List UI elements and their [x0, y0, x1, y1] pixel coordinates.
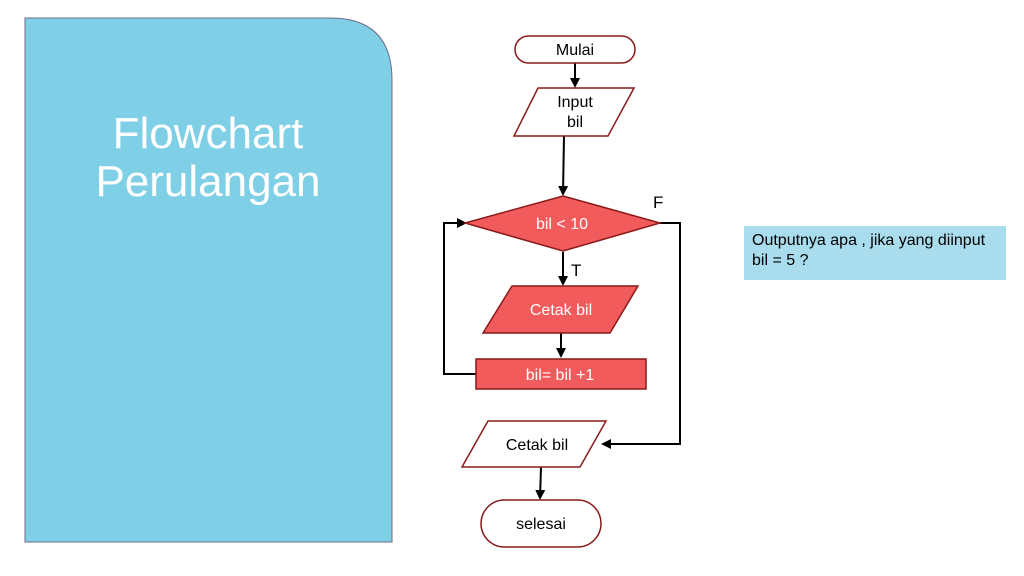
increment-process: [475, 358, 647, 390]
input-label-line-2: bil: [567, 114, 583, 131]
arrow-final-print-to-end: [535, 466, 546, 500]
slide-title-line-1: Flowchart: [113, 109, 304, 158]
start-label: Mulai: [556, 42, 594, 59]
question-note-text: Outputnya apa , jika yang diinput bil = …: [752, 232, 986, 269]
question-note: Outputnya apa , jika yang diinput bil = …: [744, 226, 1006, 280]
end-label: selesai: [516, 516, 566, 533]
decision-diamond: [462, 195, 663, 252]
slide-title-line-2: Perulangan: [95, 157, 320, 206]
increment-label: bil= bil +1: [526, 367, 595, 384]
loop-back-arrow: [443, 218, 476, 375]
print-final-label: Cetak bil: [506, 437, 568, 454]
print-final-parallelogram: [460, 420, 608, 468]
start-terminal: [514, 35, 636, 64]
connectors: [443, 63, 681, 500]
print-loop-parallelogram: [481, 285, 640, 334]
decision-label: bil < 10: [536, 216, 588, 233]
input-label-line-1: Input: [557, 94, 593, 111]
input-parallelogram: [512, 87, 636, 137]
print-loop-label: Cetak bil: [530, 302, 592, 319]
false-branch-label: F: [653, 193, 663, 212]
end-terminal: [480, 499, 602, 548]
true-branch-label: T: [571, 261, 581, 280]
arrow-input-to-decision: [558, 135, 569, 196]
title-panel-shape: [24, 17, 393, 543]
false-branch-arrow: [601, 222, 681, 449]
